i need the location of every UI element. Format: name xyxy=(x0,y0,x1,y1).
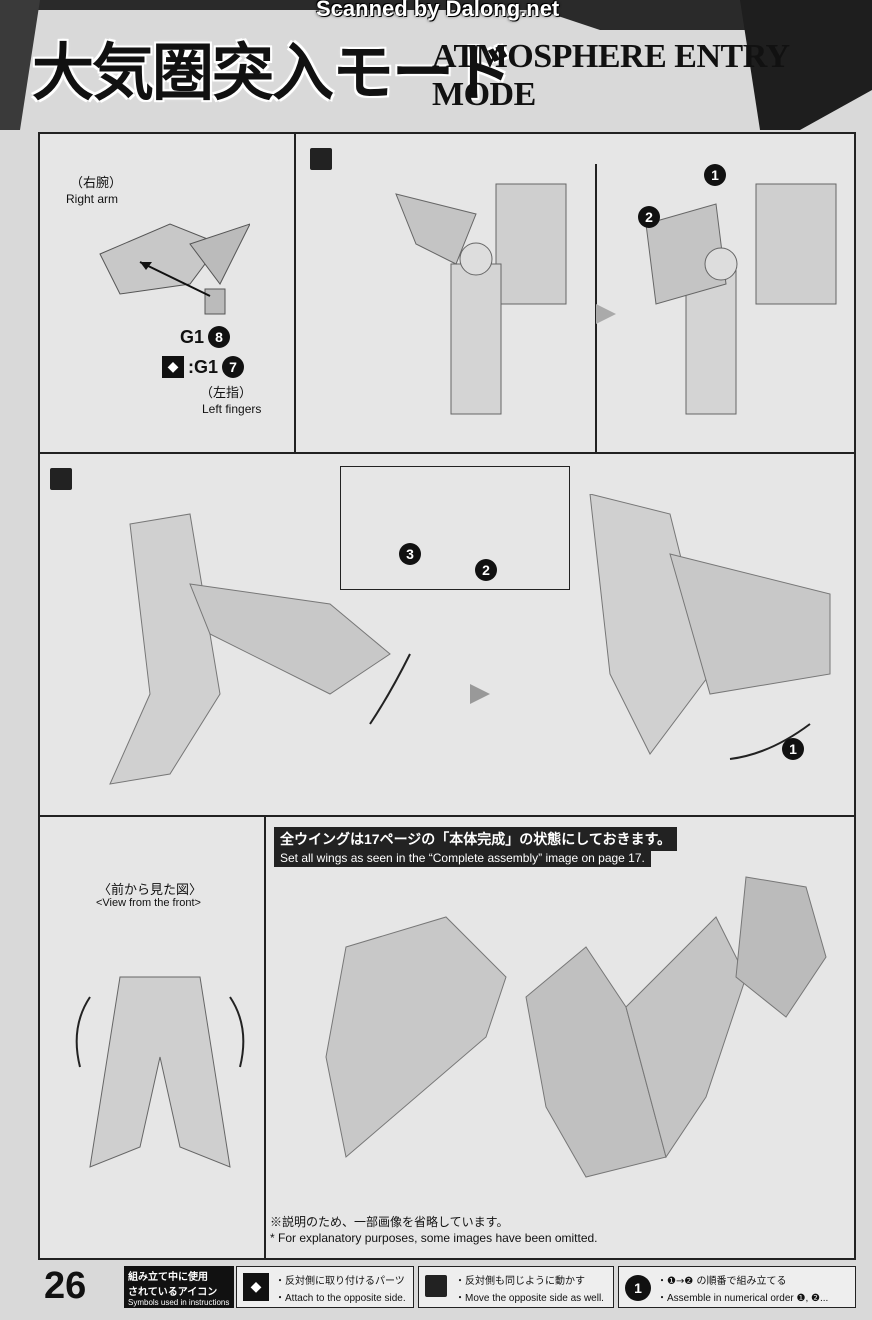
page-title-en: ATMOSPHERE ENTRY MODE xyxy=(432,38,789,113)
move-opposite-icon xyxy=(50,468,72,490)
detail-inset: 3 2 xyxy=(340,466,570,590)
panel-arm-rotate: 1 2 xyxy=(294,132,856,454)
wings-note-jp: 全ウイングは17ページの「本体完成」の状態にしておきます。 xyxy=(274,827,678,851)
step-badge-1: 1 xyxy=(782,738,804,760)
panel-leg-wing: 3 2 1 xyxy=(38,452,856,817)
wings-note-en: Set all wings as seen in the “Complete a… xyxy=(274,849,651,867)
move-opposite-icon xyxy=(425,1275,447,1297)
header-background xyxy=(0,0,872,130)
left-fingers-label-en: Left fingers xyxy=(202,402,262,416)
left-fingers-label-jp: （左指） xyxy=(200,385,253,400)
wings-illustration xyxy=(325,876,827,1178)
right-arm-label-en: Right arm xyxy=(66,192,119,206)
page-title-jp: 大気圏突入モード xyxy=(32,36,514,109)
step-badge-2: 2 xyxy=(638,206,660,228)
omit-note-en: * For explanatory purposes, some images … xyxy=(270,1231,598,1245)
front-view-label-jp: 〈前から見た図〉 xyxy=(98,882,203,897)
part-number-badge: 7 xyxy=(222,356,245,378)
panel-front-view: 〈前から見た図〉 <View from the front> xyxy=(38,815,266,1260)
step-badge-3: 3 xyxy=(399,543,421,565)
omit-note-jp: ※説明のため、一部画像を省略しています。 xyxy=(270,1215,509,1229)
front-view-illustration xyxy=(75,976,245,1168)
part-number-badge: 8 xyxy=(208,326,231,348)
move-opposite-icon xyxy=(310,148,332,170)
arm-rotate-illustration xyxy=(395,164,837,452)
step-badge-1: 1 xyxy=(704,164,726,186)
legend-order: 1 ・❶→❷ の順番で組み立てる ・Assemble in numerical … xyxy=(618,1266,856,1308)
page-number: 26 xyxy=(44,1265,87,1307)
panel-wings: 全ウイングは17ページの「本体完成」の状態にしておきます。 Set all wi… xyxy=(264,815,856,1260)
legend-move: ・反対側も同じように動かす ・Move the opposite side as… xyxy=(418,1266,614,1308)
panel-right-arm: （右腕） Right arm G1 8 ◆ :G1 7 （左指） Left fi… xyxy=(38,132,296,454)
scan-credit: Scanned by Dalong.net xyxy=(316,0,560,21)
legend-attach: ◆ ・反対側に取り付けるパーツ ・Attach to the opposite … xyxy=(236,1266,414,1308)
right-arm-illustration xyxy=(99,223,250,315)
part-g18: G1 8 xyxy=(180,326,231,348)
symbols-legend-title: 組み立て中に使用 されているアイコン Symbols used in instr… xyxy=(124,1266,234,1308)
right-arm-label-jp: （右腕） xyxy=(70,175,123,190)
front-view-label-en: <View from the front> xyxy=(96,897,201,909)
attach-opposite-icon: ◆ xyxy=(243,1273,269,1301)
step-badge-2: 2 xyxy=(475,559,497,581)
attach-opposite-icon: ◆ xyxy=(162,356,184,378)
leg-wing-illustration xyxy=(109,494,831,785)
part-g17: ◆ :G1 7 xyxy=(162,356,245,378)
step-order-icon: 1 xyxy=(625,1275,651,1301)
